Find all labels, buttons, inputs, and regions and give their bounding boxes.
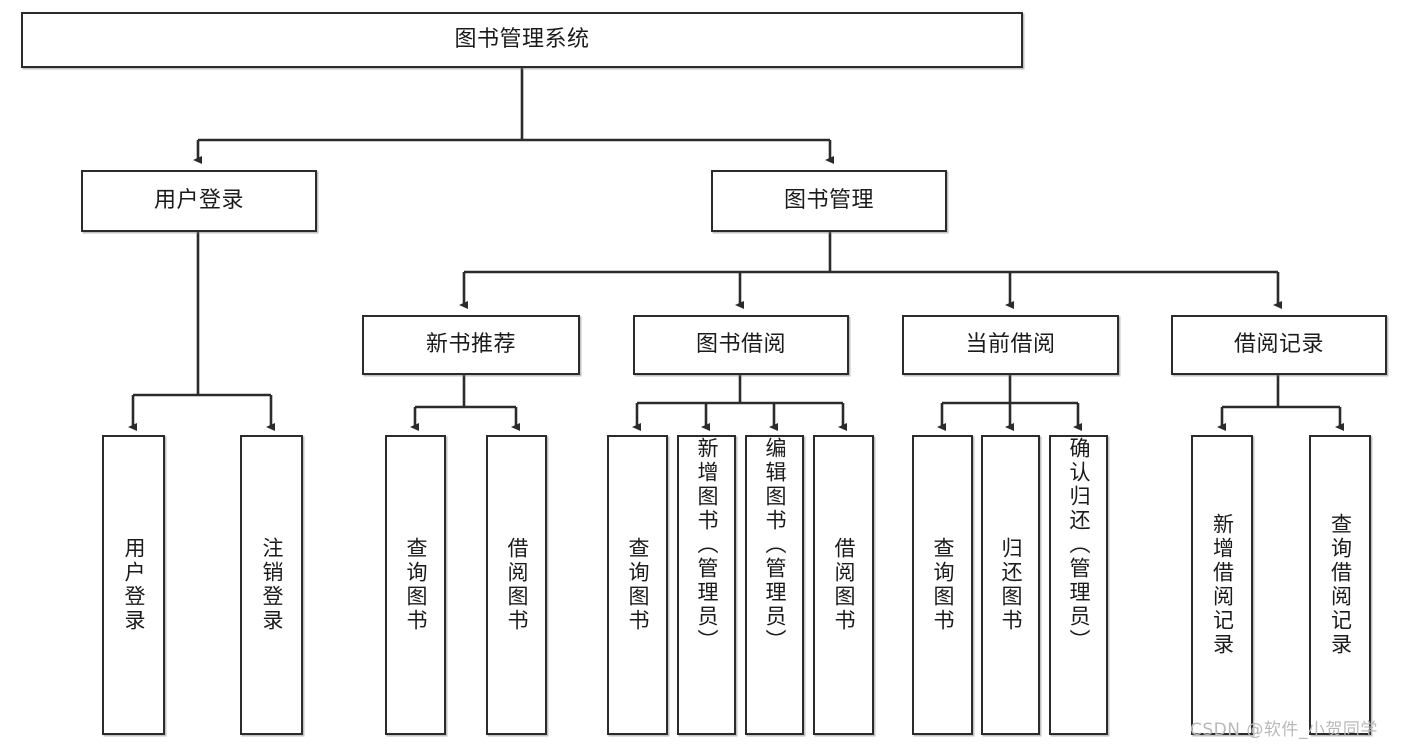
node-leaf-confirm-return[interactable]: 确认归还（管理员）	[1049, 435, 1108, 735]
node-leaf-edit-book[interactable]: 编辑图书（管理员）	[745, 435, 804, 735]
node-leaf-query-book-3[interactable]: 查询图书	[912, 435, 973, 735]
node-leaf-borrow-book-2[interactable]: 借阅图书	[813, 435, 874, 735]
node-leaf-query-record[interactable]: 查询借阅记录	[1309, 435, 1371, 735]
node-borrow-record[interactable]: 借阅记录	[1171, 315, 1387, 375]
node-borrow-record-label: 借阅记录	[1233, 332, 1324, 358]
node-leaf-borrow-book-1[interactable]: 借阅图书	[486, 435, 547, 735]
node-leaf-edit-book-label: 编辑图书（管理员）	[763, 437, 787, 653]
csdn-watermark: CSDN @软件_小贺同学	[1190, 720, 1378, 740]
node-leaf-user-login[interactable]: 用户登录	[102, 435, 165, 735]
node-user-login[interactable]: 用户登录	[81, 170, 317, 232]
node-book-borrow[interactable]: 图书借阅	[633, 315, 849, 375]
node-leaf-query-book-2[interactable]: 查询图书	[607, 435, 668, 735]
node-root[interactable]: 图书管理系统	[21, 12, 1023, 68]
node-new-book-recommend-label: 新书推荐	[425, 332, 516, 358]
node-leaf-add-record[interactable]: 新增借阅记录	[1191, 435, 1253, 735]
node-leaf-add-record-label: 新增借阅记录	[1210, 513, 1235, 657]
node-leaf-return-book[interactable]: 归还图书	[981, 435, 1040, 735]
node-leaf-query-book-1-label: 查询图书	[404, 537, 428, 633]
node-leaf-logout-label: 注销登录	[260, 537, 284, 633]
node-current-borrow-label: 当前借阅	[965, 332, 1056, 358]
node-leaf-query-book-1[interactable]: 查询图书	[385, 435, 446, 735]
node-root-label: 图书管理系统	[454, 27, 590, 53]
node-leaf-borrow-book-2-label: 借阅图书	[832, 537, 856, 633]
node-leaf-return-book-label: 归还图书	[999, 537, 1023, 633]
node-leaf-query-record-label: 查询借阅记录	[1328, 513, 1353, 657]
node-leaf-logout[interactable]: 注销登录	[240, 435, 303, 735]
node-new-book-recommend[interactable]: 新书推荐	[362, 315, 580, 375]
node-leaf-add-book-label: 新增图书（管理员）	[695, 437, 719, 653]
node-leaf-add-book[interactable]: 新增图书（管理员）	[677, 435, 736, 735]
node-current-borrow[interactable]: 当前借阅	[902, 315, 1119, 375]
node-leaf-confirm-return-label: 确认归还（管理员）	[1067, 437, 1091, 653]
node-user-login-label: 用户登录	[153, 188, 244, 214]
node-leaf-user-login-label: 用户登录	[122, 537, 146, 633]
node-book-borrow-label: 图书借阅	[695, 332, 786, 358]
node-leaf-query-book-3-label: 查询图书	[931, 537, 955, 633]
node-book-manage-label: 图书管理	[783, 188, 874, 214]
node-book-manage[interactable]: 图书管理	[711, 170, 947, 232]
node-leaf-query-book-2-label: 查询图书	[626, 537, 650, 633]
node-leaf-borrow-book-1-label: 借阅图书	[505, 537, 529, 633]
